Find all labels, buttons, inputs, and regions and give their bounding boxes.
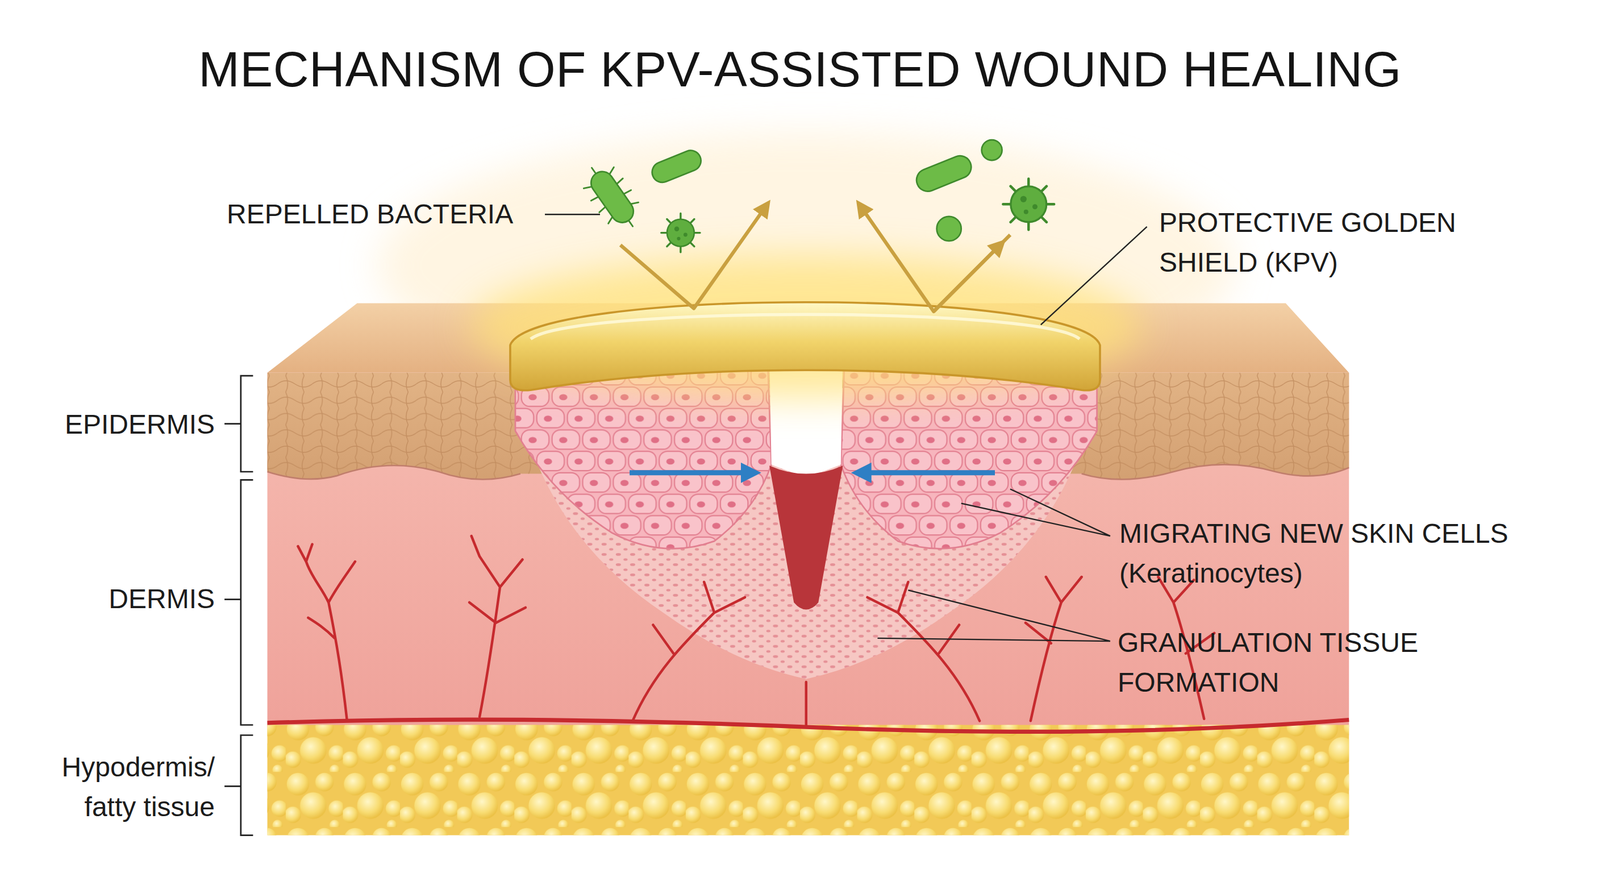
layer-label: DERMIS bbox=[32, 578, 215, 619]
callout-label: REPELLED BACTERIA bbox=[226, 194, 568, 235]
callout-label: GRANULATION TISSUE FORMATION bbox=[1117, 622, 1482, 703]
layer-label: EPIDERMIS bbox=[32, 404, 215, 445]
callout-label: PROTECTIVE GOLDEN SHIELD (KPV) bbox=[1159, 202, 1512, 283]
layer-label: Hypodermis/ fatty tissue bbox=[32, 747, 215, 827]
diagram-title: MECHANISM OF KPV-ASSISTED WOUND HEALING bbox=[0, 36, 1600, 103]
callout-label: MIGRATING NEW SKIN CELLS (Keratinocytes) bbox=[1119, 513, 1563, 594]
